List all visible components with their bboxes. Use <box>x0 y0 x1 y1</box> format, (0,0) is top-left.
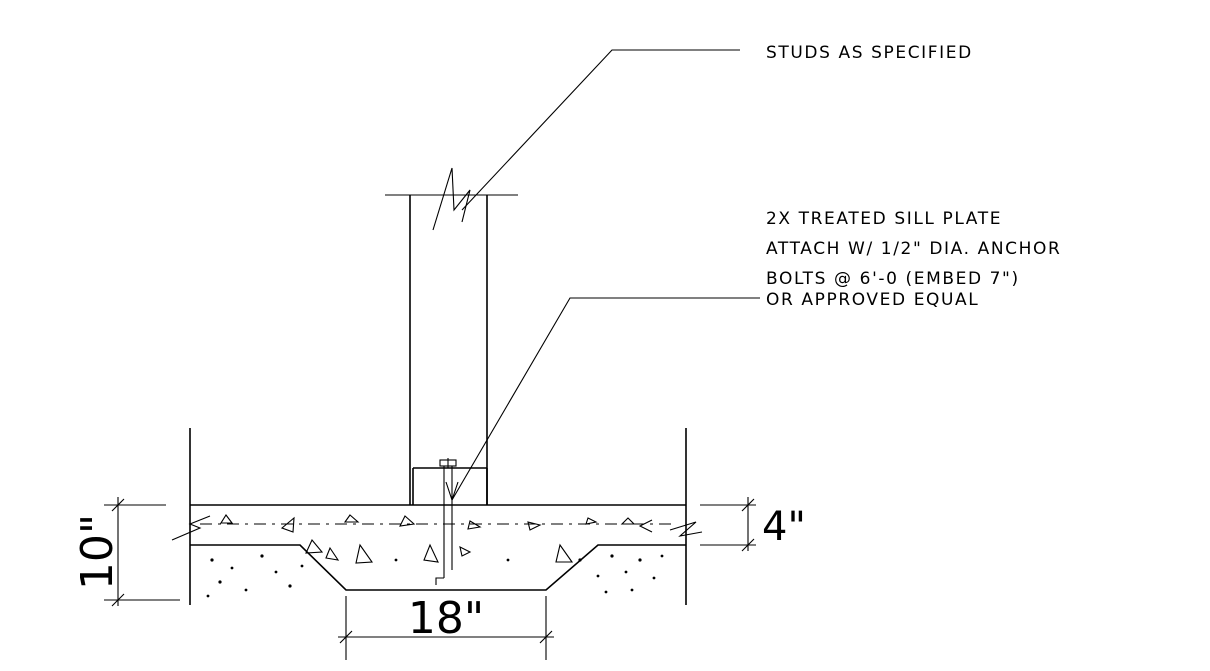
dimension-footing-width-label: 18" <box>408 593 484 644</box>
anchor-bolt <box>435 459 457 585</box>
note-sill-line3: BOLTS @ 6'-0 (EMBED 7") <box>766 269 1020 289</box>
dimension-footing-depth <box>104 497 180 607</box>
note-sill-line4: OR APPROVED EQUAL <box>766 290 979 310</box>
dimension-slab-thickness-label: 4" <box>762 504 806 550</box>
note-sill-line2: ATTACH W/ 1/2" DIA. ANCHOR <box>766 239 1061 259</box>
note-studs: STUDS AS SPECIFIED <box>766 43 973 63</box>
dimension-footing-width <box>338 596 554 660</box>
note-sill-line1: 2X TREATED SILL PLATE <box>766 209 1002 229</box>
dimension-footing-depth-label: 10" <box>72 514 123 590</box>
stud-wall <box>385 167 518 505</box>
leader-studs <box>461 49 740 211</box>
concrete-aggregate-hatch <box>206 514 664 598</box>
slab-and-footing <box>171 428 703 605</box>
sill-plate <box>412 458 488 505</box>
dimension-slab-thickness <box>700 497 756 552</box>
leader-sill-plate <box>445 297 760 502</box>
